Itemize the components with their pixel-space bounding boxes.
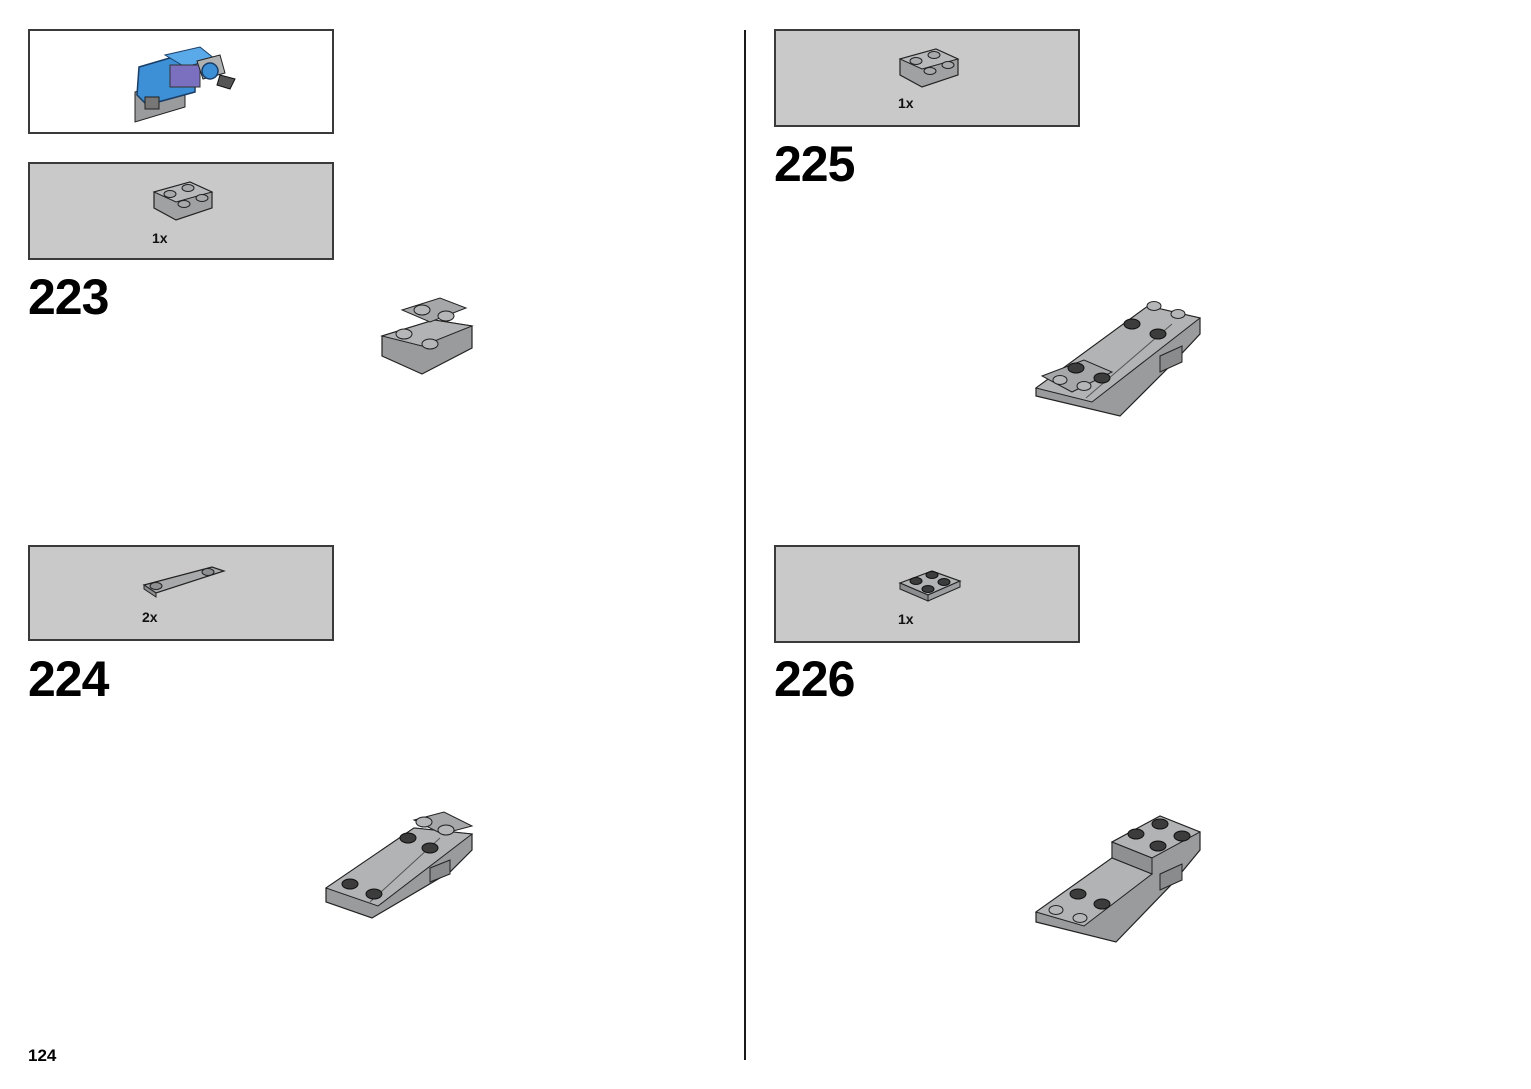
part-quantity: 2x: [142, 609, 158, 625]
build-step-223-icon: [380, 297, 474, 375]
parts-box-step-223: 1x: [28, 162, 334, 260]
part-quantity: 1x: [898, 611, 914, 627]
build-step-226-icon: [1034, 815, 1202, 943]
plate-2x2-icon: [898, 570, 962, 602]
step-number: 223: [28, 269, 109, 325]
part-quantity: 1x: [152, 230, 168, 246]
step-number: 225: [774, 136, 855, 192]
step-number: 224: [28, 651, 109, 707]
submodel-preview-box: [28, 29, 334, 134]
step-number: 226: [774, 651, 855, 707]
page-number: 124: [28, 1046, 57, 1065]
inverted-slope-plate-icon: [898, 48, 960, 88]
build-step-224-icon: [324, 811, 474, 919]
part-quantity: 1x: [898, 95, 914, 111]
parts-box-step-224: 2x: [28, 545, 334, 641]
parts-box-step-226: 1x: [774, 545, 1080, 643]
blue-subassembly-icon: [134, 46, 236, 123]
page-divider: [744, 30, 746, 1060]
parts-box-step-225: 1x: [774, 29, 1080, 127]
build-step-225-icon: [1034, 301, 1202, 417]
inverted-slope-plate-icon: [152, 181, 214, 221]
tile-1x4-icon: [142, 566, 226, 598]
